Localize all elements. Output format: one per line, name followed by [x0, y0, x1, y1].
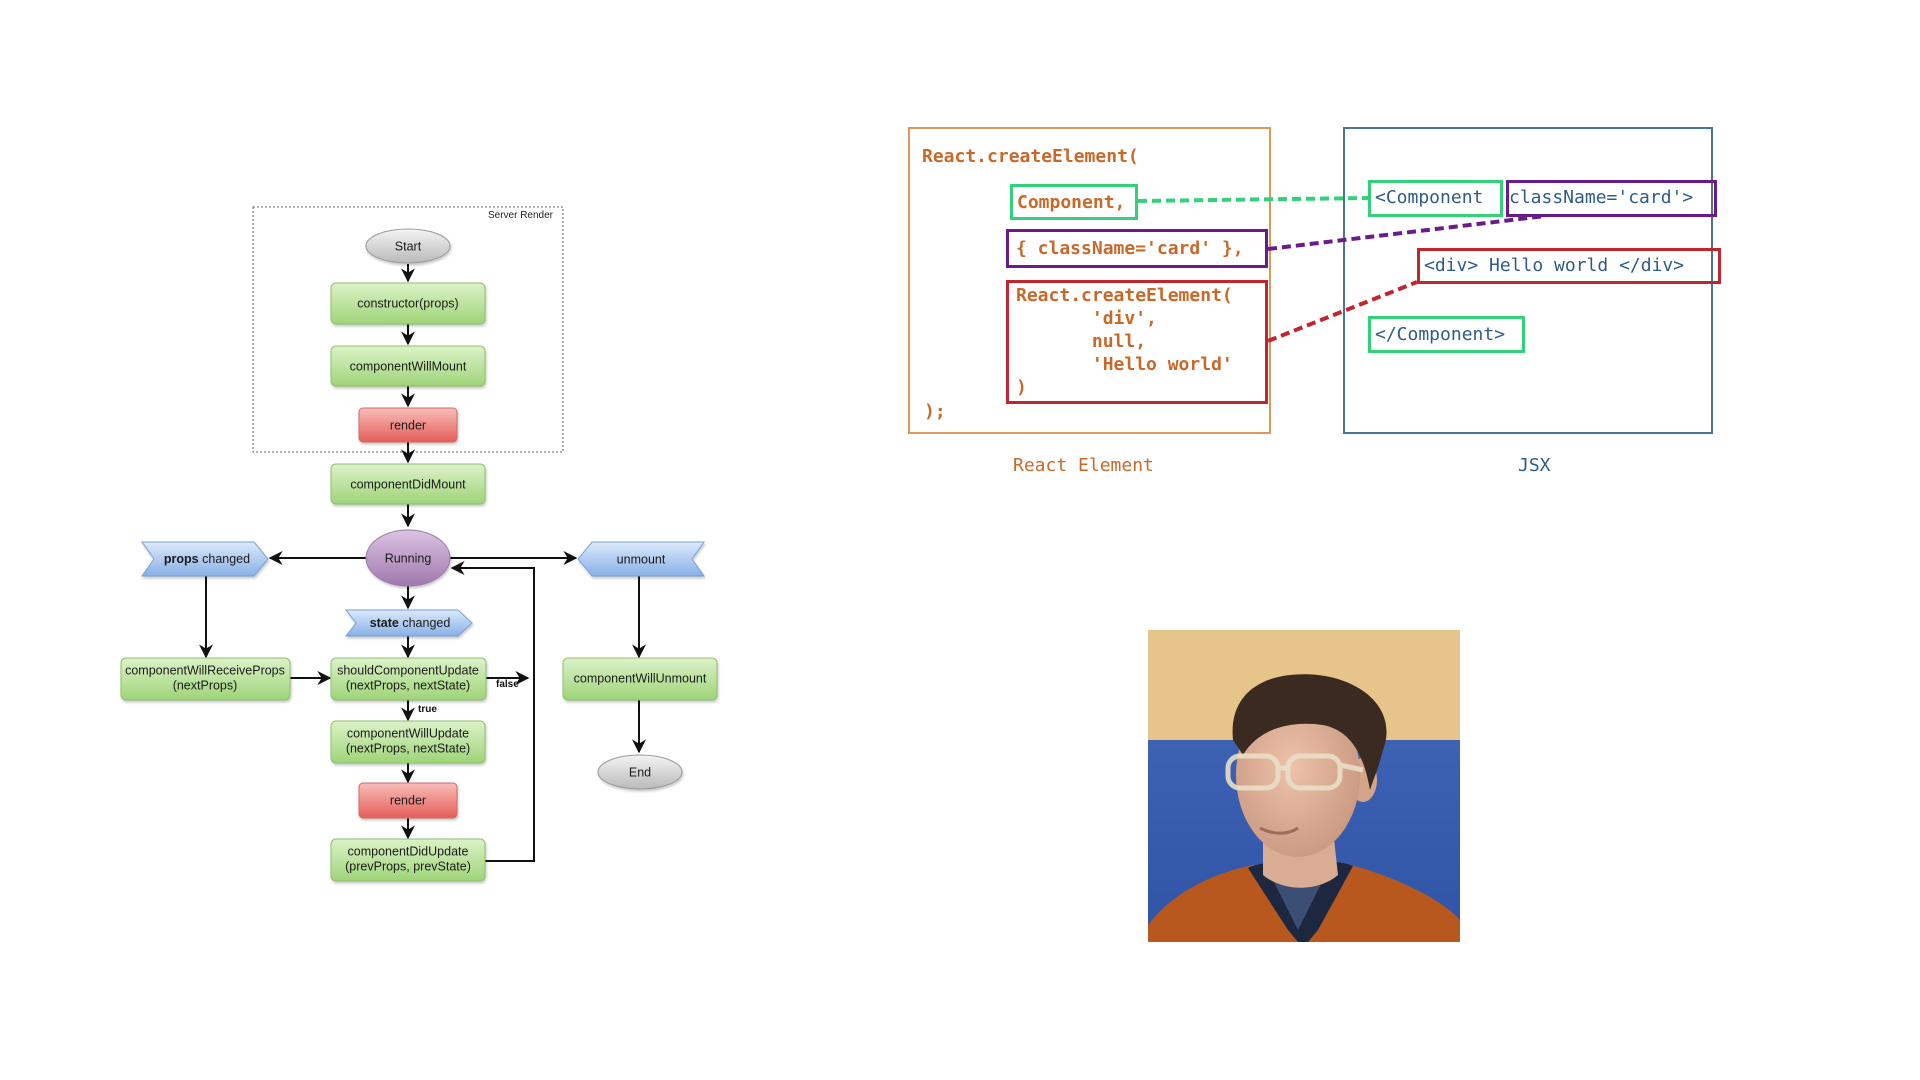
node-will-unmount-label: componentWillUnmount: [574, 671, 707, 685]
node-render-initial-label: render: [390, 418, 426, 432]
node-component-will-receive-props: componentWillReceiveProps (nextProps): [120, 657, 291, 701]
jsx-open-attr: className='card'>: [1509, 187, 1694, 208]
node-end-label: End: [629, 765, 651, 779]
server-render-label: Server Render: [488, 210, 554, 221]
node-start: Start: [365, 228, 451, 264]
node-state-changed: state changed: [344, 609, 473, 637]
code-child-line-0: React.createElement(: [1016, 285, 1233, 306]
node-component-did-update: componentDidUpdate (prevProps, prevState…: [330, 838, 486, 882]
node-start-label: Start: [395, 239, 422, 253]
node-unmount-label: unmount: [617, 552, 666, 566]
code-create-element-close: );: [924, 401, 946, 422]
node-will-receive-props-label-1: componentWillReceiveProps: [125, 663, 285, 677]
node-did-update-label-1: componentDidUpdate: [348, 844, 469, 858]
code-child-line-4: ): [1016, 377, 1027, 398]
code-child-line-1: 'div',: [1016, 308, 1157, 329]
node-should-component-update: shouldComponentUpdate (nextProps, nextSt…: [330, 657, 487, 701]
node-constructor-label: constructor(props): [357, 296, 458, 310]
edge-didupdate-running-loop: [450, 561, 535, 862]
code-create-element-open: React.createElement(: [922, 146, 1139, 167]
node-constructor: constructor(props): [330, 282, 486, 325]
node-did-update-label-2: (prevProps, prevState): [345, 859, 471, 873]
portrait-illustration: [1148, 630, 1460, 942]
code-arg-component-box: [1010, 184, 1138, 220]
props-changed-bold: props: [164, 552, 199, 566]
node-running: Running: [365, 529, 451, 587]
node-will-receive-props-label-2: (nextProps): [173, 678, 238, 692]
code-arg-component: Component,: [1017, 192, 1126, 213]
jsx-open-tag: <Component: [1375, 187, 1484, 208]
jsx-close-tag: </Component>: [1375, 324, 1506, 345]
code-arg-props-box: [1006, 229, 1268, 268]
jsx-open-attr-box: [1506, 180, 1717, 217]
jsx-child: <div> Hello world </div>: [1424, 255, 1685, 276]
node-should-update-label-1: shouldComponentUpdate: [337, 663, 479, 677]
node-running-label: Running: [385, 551, 432, 565]
svg-text:props changed: props changed: [164, 552, 250, 566]
node-component-will-update: componentWillUpdate (nextProps, nextStat…: [330, 720, 486, 764]
node-should-update-label-2: (nextProps, nextState): [346, 678, 470, 692]
edge-label-true: true: [418, 704, 437, 715]
node-render-initial: render: [358, 407, 458, 443]
svg-text:state changed: state changed: [370, 616, 451, 630]
node-will-update-label-2: (nextProps, nextState): [346, 741, 470, 755]
node-will-update-label-1: componentWillUpdate: [347, 726, 469, 740]
node-component-will-mount: componentWillMount: [330, 345, 486, 387]
code-arg-props: { className='card' },: [1016, 238, 1244, 259]
state-changed-rest: changed: [399, 616, 450, 630]
node-component-will-unmount: componentWillUnmount: [562, 657, 718, 701]
props-changed-rest: changed: [199, 552, 250, 566]
code-child-line-2: null,: [1016, 331, 1147, 352]
code-child-line-3: 'Hello world': [1016, 354, 1233, 375]
state-changed-bold: state: [370, 616, 399, 630]
jsx-caption: JSX: [1518, 455, 1551, 476]
node-props-changed: props changed: [141, 541, 269, 577]
node-render-update-label: render: [390, 793, 426, 807]
node-render-update: render: [358, 782, 458, 819]
edge-label-false: false: [496, 679, 519, 690]
react-element-caption: React Element: [1013, 455, 1154, 476]
node-will-mount-label: componentWillMount: [350, 359, 467, 373]
code-arg-children-box: [1006, 280, 1268, 404]
jsx-child-box: [1417, 248, 1721, 284]
node-did-mount-label: componentDidMount: [350, 477, 466, 491]
node-unmount: unmount: [577, 541, 705, 577]
node-end: End: [597, 754, 683, 790]
node-component-did-mount: componentDidMount: [330, 463, 486, 505]
speaker-photo: [1148, 630, 1460, 942]
